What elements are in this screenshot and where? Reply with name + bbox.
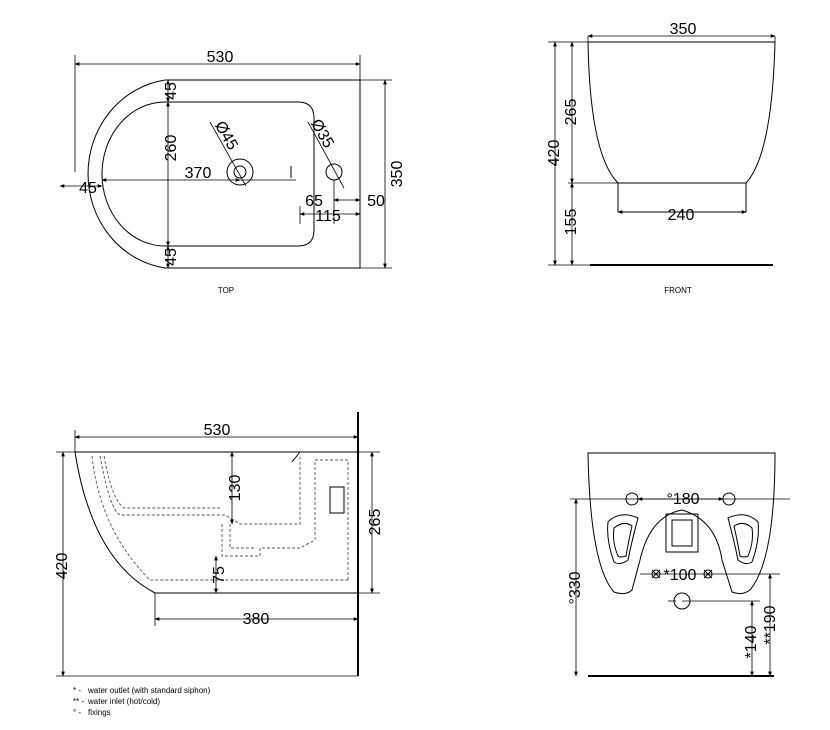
side-view: 530 420 265 130 75 380 xyxy=(54,412,384,677)
dim-tap-to-back: 115 xyxy=(315,208,341,225)
dim-tap-side: 50 xyxy=(367,193,385,210)
front-view-caption: FRONT xyxy=(664,286,692,295)
dim-side-75: 75 xyxy=(211,566,228,584)
dim-bowl-width: 260 xyxy=(163,135,180,162)
dim-left-margin: 45 xyxy=(79,180,97,197)
dim-side-length: 530 xyxy=(204,422,231,439)
legend-mark-fixings: ° - xyxy=(73,708,81,717)
dim-front-upper: 265 xyxy=(563,99,580,126)
top-bowl xyxy=(101,101,315,247)
dim-side-130: 130 xyxy=(227,475,244,502)
top-outline xyxy=(87,79,361,269)
dim-waste-to-front: 370 xyxy=(185,165,212,182)
dim-waste-dia: Ø45 xyxy=(211,118,241,153)
dim-side-height: 420 xyxy=(54,553,71,580)
dim-tap-offset: 65 xyxy=(305,193,323,210)
dim-back-inlet: *100 xyxy=(664,567,697,584)
front-view: 350 420 265 155 240 FRONT xyxy=(546,21,776,295)
dim-bottom-margin: 45 xyxy=(163,248,180,266)
dim-tap-dia: Ø35 xyxy=(307,116,337,151)
back-slot-right xyxy=(727,514,759,565)
dim-side-base: 380 xyxy=(243,611,270,628)
dim-top-depth: 350 xyxy=(389,161,406,188)
back-slot-left xyxy=(607,514,639,565)
dim-front-lower: 155 xyxy=(563,209,580,236)
waste-hole xyxy=(226,158,254,186)
top-view-caption: TOP xyxy=(218,286,234,295)
dim-back-fixings: °180 xyxy=(666,491,699,508)
dim-back-outlet-height: °330 xyxy=(567,571,584,604)
side-outline xyxy=(74,451,359,594)
tap-hole xyxy=(325,163,343,181)
legend-text-inlet: water inlet (hot/cold) xyxy=(87,697,160,706)
dim-front-width: 350 xyxy=(670,21,697,38)
dim-side-back-height: 265 xyxy=(367,509,384,536)
dim-top-width: 530 xyxy=(207,49,234,66)
dim-back-floor-190: **190 xyxy=(762,605,779,644)
legend-mark-inlet: ** - xyxy=(73,697,84,706)
legend: * - water outlet (with standard siphon) … xyxy=(73,686,211,717)
top-view: 530 350 45 260 45 45 370 Ø45 Ø35 65 50 1… xyxy=(59,49,406,295)
back-outline xyxy=(587,452,776,595)
waste-hole-inner xyxy=(233,165,247,179)
back-view: °180 *100 °330 *140 **190 xyxy=(567,452,790,677)
legend-text-outlet: water outlet (with standard siphon) xyxy=(87,686,211,695)
side-inner-profile xyxy=(91,455,350,581)
dim-front-height: 420 xyxy=(546,140,563,167)
side-inlet-box xyxy=(329,486,345,514)
dim-top-margin: 45 xyxy=(163,82,180,100)
legend-text-fixings: fixings xyxy=(88,708,111,717)
back-outlet-box xyxy=(665,513,699,553)
dim-front-base: 240 xyxy=(668,207,695,224)
dim-back-floor-140: *140 xyxy=(743,625,760,658)
front-body xyxy=(587,41,776,184)
legend-mark-outlet: * - xyxy=(73,686,81,695)
